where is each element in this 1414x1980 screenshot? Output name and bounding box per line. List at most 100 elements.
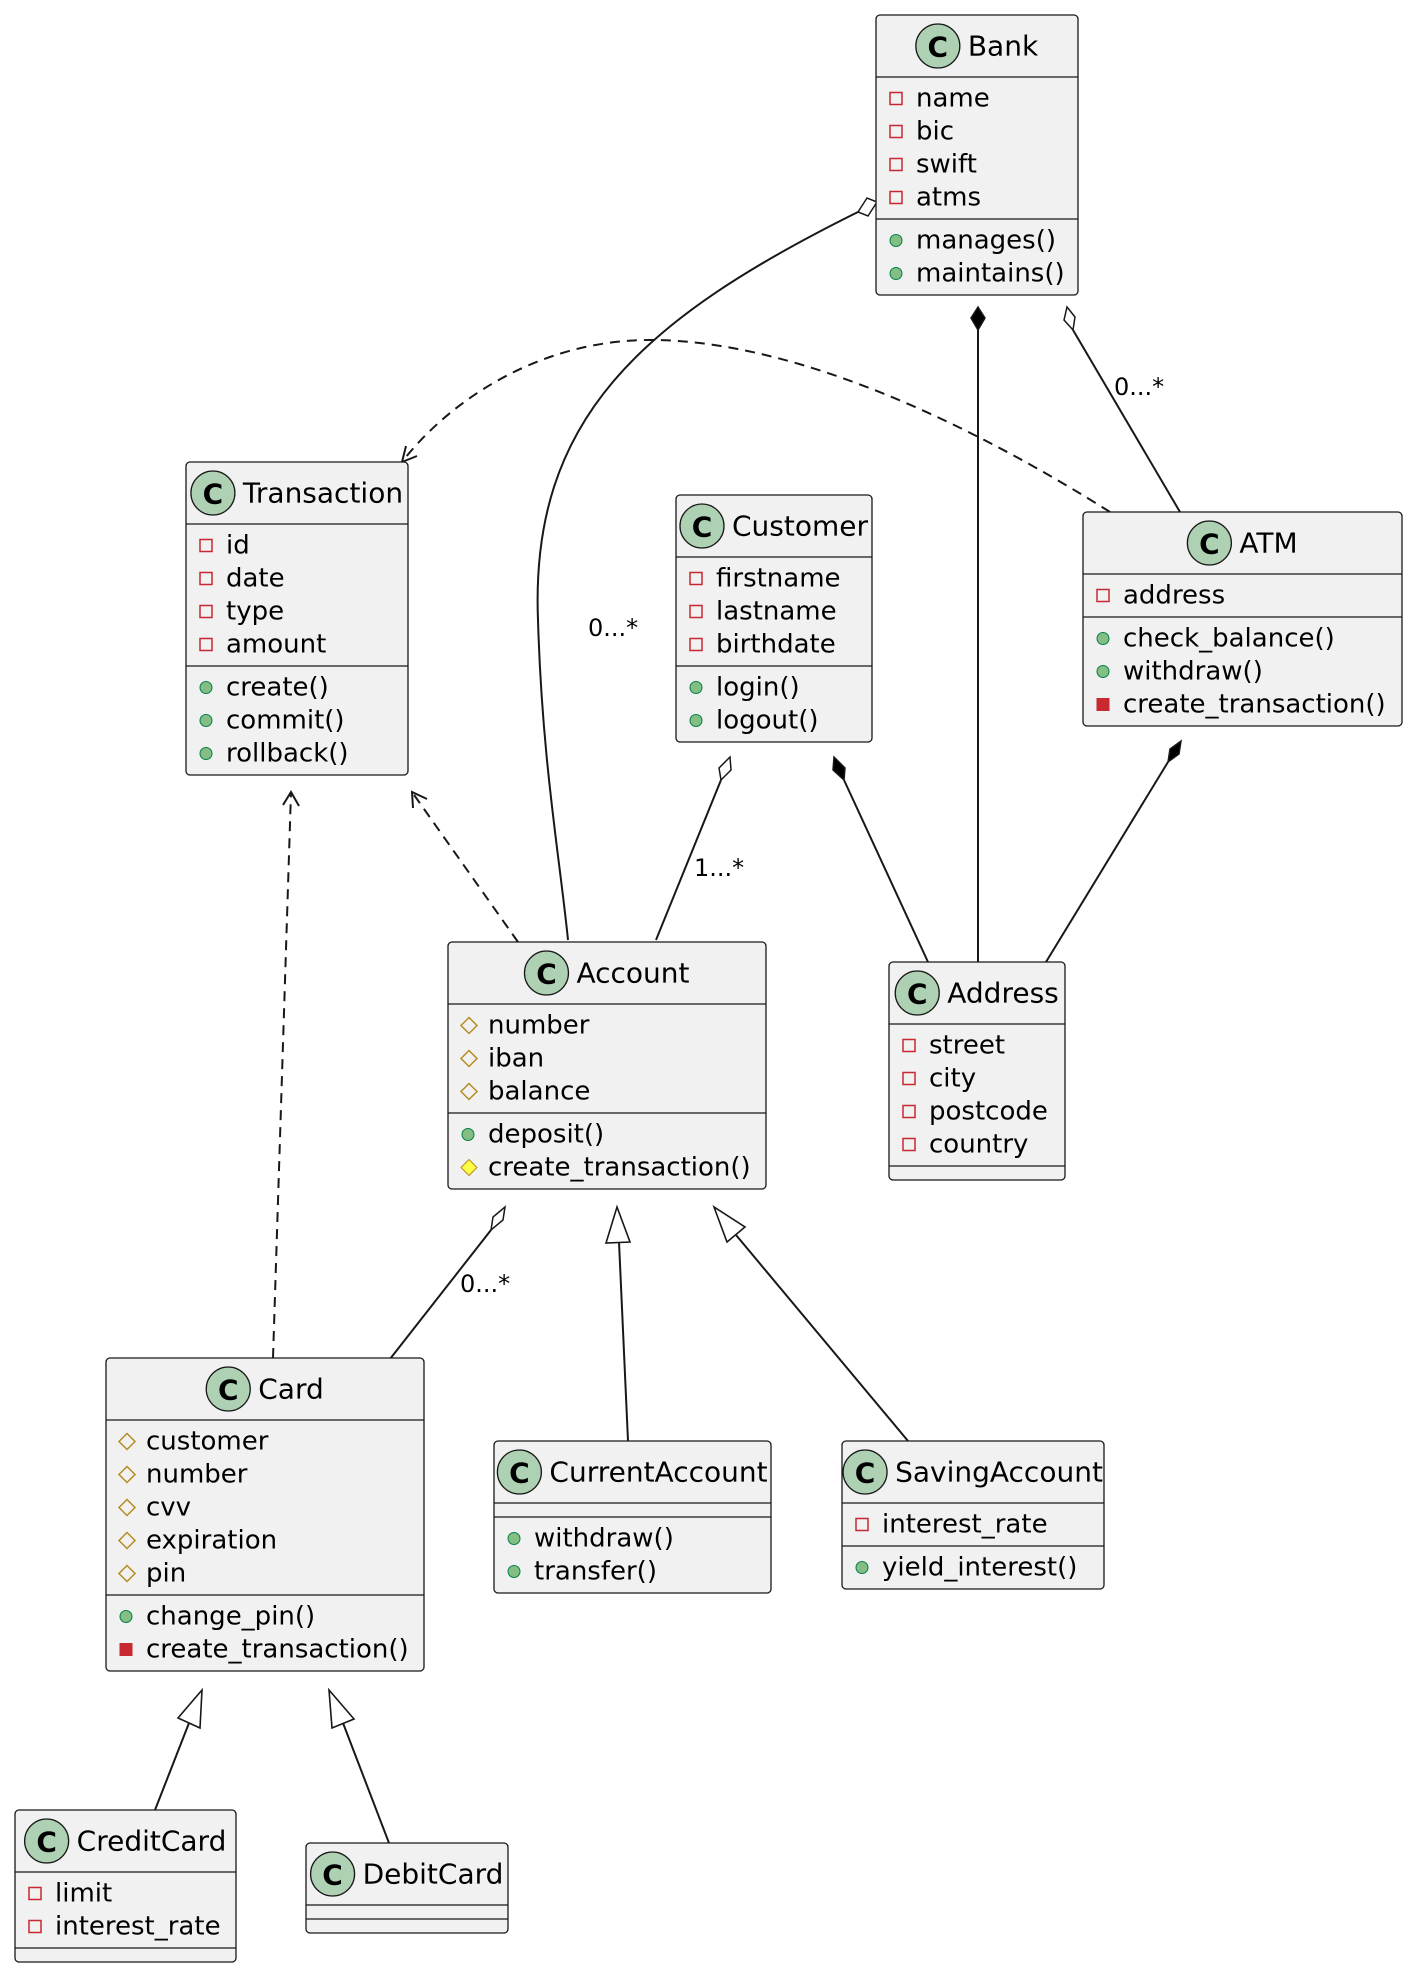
edge-account-transaction-dependency [411,791,519,943]
class-badge-icon [523,950,570,996]
class-box [105,1357,425,1672]
class-customer[interactable]: CustomerCfirstnamelastnamebirthdatelogin… [675,494,873,743]
class-transaction[interactable]: TransactionCiddatetypeamountcreate()comm… [185,461,409,776]
aggregation-diamond-customer-account [718,755,732,782]
class-saving-account[interactable]: SavingAccountCinterest_rateyield_interes… [841,1440,1105,1590]
method: create_transaction() [1123,690,1386,720]
class-box [1082,511,1403,727]
multiplicity-account-card: 0...* [460,1270,510,1298]
attribute-private-icon [1096,588,1110,603]
method: check_balance() [1123,624,1335,654]
method: rollback() [226,739,349,769]
attribute: interest_rate [55,1912,221,1942]
attribute-private-icon [199,571,213,586]
method-public-icon [1096,632,1110,645]
attribute-private-icon [199,604,213,619]
method-private-icon [1096,698,1110,711]
aggregation-diamond-bank-atm [1063,305,1076,332]
class-card[interactable]: CardCcustomernumbercvvexpirationpinchang… [105,1357,425,1672]
attribute-protected-icon [117,1465,137,1484]
attribute-private-icon [889,91,903,106]
attribute-private-icon [902,1038,916,1053]
attribute-protected-icon [459,1049,479,1068]
method: commit() [226,706,345,736]
attribute: city [929,1064,976,1094]
attribute-private-icon [689,604,703,619]
method: withdraw() [534,1524,674,1554]
method: create() [226,673,329,703]
class-box [14,1809,237,1963]
class-stereotype-letter: C [692,511,713,544]
multiplicity-customer-account: 1...* [694,854,744,882]
class-name: Card [258,1373,324,1406]
class-badge-icon [1186,520,1233,566]
generalization-triangle-currentaccount [604,1204,632,1244]
attribute-private-icon [889,124,903,139]
attribute-private-icon [855,1517,869,1532]
attribute: postcode [929,1097,1048,1127]
edge-creditcard-card-generalization [154,1722,190,1811]
class-badge-icon [842,1449,888,1495]
attribute-protected-icon [117,1432,137,1451]
edge-bank-account-aggregation [536,211,859,941]
edge-atm-address-composition [1045,761,1169,963]
class-name: CurrentAccount [549,1456,767,1489]
attribute: swift [916,150,977,180]
class-name: Customer [732,510,868,543]
class-box [185,461,409,776]
class-stereotype-letter: C [509,1457,530,1490]
method: change_pin() [146,1602,315,1632]
attribute: expiration [146,1526,277,1556]
attribute-protected-icon [117,1564,137,1583]
class-stereotype-letter: C [928,31,949,64]
class-stereotype-letter: C [536,958,557,991]
attribute-private-icon [689,637,703,652]
class-atm[interactable]: ATMCaddresscheck_balance()withdraw()crea… [1082,511,1403,727]
composition-diamond-atm-address [1166,739,1183,764]
aggregation-diamond-account-card [489,1205,507,1232]
method-public-icon [199,681,213,694]
method: yield_interest() [882,1553,1077,1583]
multiplicity-bank-account: 0...* [588,614,638,642]
attribute-private-icon [689,571,703,586]
method: create_transaction() [146,1635,409,1665]
class-box [875,14,1079,296]
attribute: date [226,564,285,594]
class-name: ATM [1239,527,1297,560]
class-stereotype-letter: C [203,478,224,511]
arrowhead-card-transaction [282,790,300,807]
attribute: lastname [716,597,837,627]
generalization-triangle-creditcard [176,1687,203,1730]
class-badge-icon [23,1818,70,1864]
attribute: amount [226,630,326,660]
edge-customer-address-composition [843,779,929,963]
class-name: Bank [968,30,1039,63]
attribute-private-icon [902,1137,916,1152]
attribute: balance [488,1077,590,1107]
class-stereotype-letter: C [907,978,928,1011]
generalization-triangle-debitcard [328,1687,356,1730]
multiplicity-bank-atm: 0...* [1114,373,1164,401]
attribute: atms [916,183,981,213]
attribute: customer [146,1427,269,1457]
composition-diamond-bank-address [970,305,986,332]
class-badge-icon [309,1851,356,1897]
multiplicity-labels: 0...* 0...* 1...* 0...* [460,373,1164,1298]
class-bank[interactable]: BankCnamebicswiftatmsmanages()maintains(… [875,14,1079,296]
attribute-private-icon [28,1919,42,1934]
class-account[interactable]: AccountCnumberibanbalancedeposit()create… [447,941,767,1190]
attribute-private-icon [902,1071,916,1086]
attribute-private-icon [28,1886,42,1901]
edge-account-card-aggregation [389,1229,492,1360]
attribute: iban [488,1044,544,1074]
attribute: bic [916,117,954,147]
attribute-private-icon [889,157,903,172]
method: login() [716,673,800,703]
class-badge-icon [679,503,725,549]
attribute-protected-icon [117,1531,137,1550]
